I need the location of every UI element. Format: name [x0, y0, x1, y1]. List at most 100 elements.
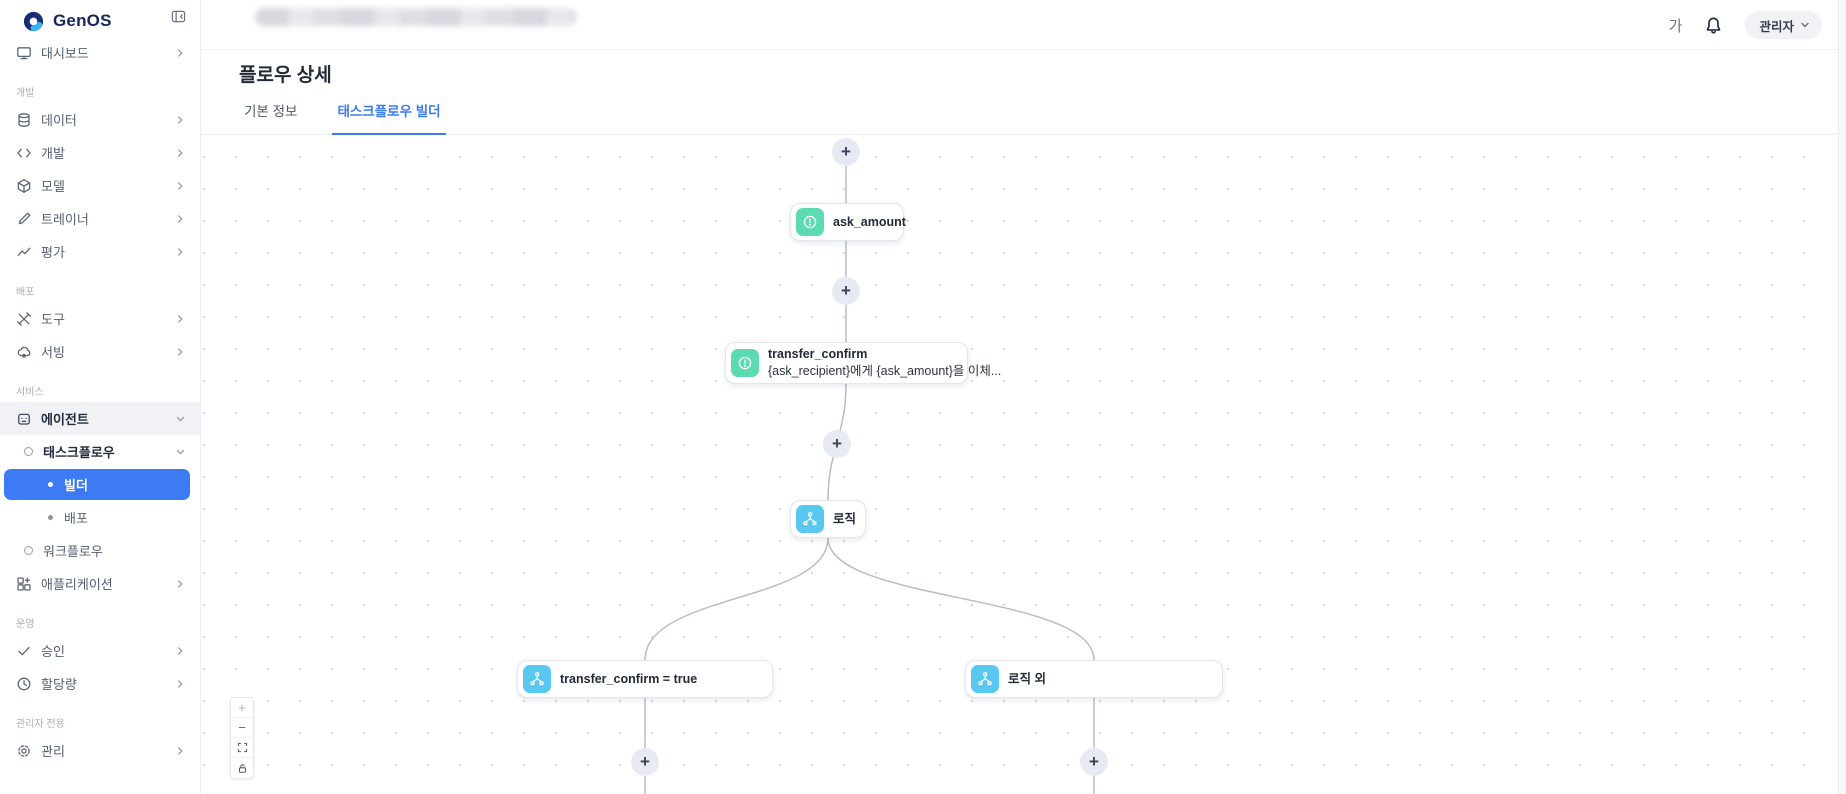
- flow-canvas[interactable]: + + + + + ask_amount transfer_confirm {a…: [201, 135, 1830, 794]
- sidebar-item-data[interactable]: 데이터: [0, 103, 200, 136]
- chevron-down-icon: [176, 447, 185, 456]
- cube-icon: [17, 178, 31, 193]
- chevron-right-icon: [176, 646, 185, 655]
- prompt-node-icon: [731, 349, 759, 377]
- chevron-down-icon: [1801, 22, 1809, 28]
- chevron-right-icon: [176, 48, 185, 57]
- sidebar-item-tools[interactable]: 도구: [0, 302, 200, 335]
- chevron-right-icon: [176, 148, 185, 157]
- sidebar-section-dev: 개발: [16, 88, 35, 99]
- node-title: transfer_confirm = true: [560, 671, 698, 686]
- chevron-down-icon: [176, 414, 185, 423]
- database-icon: [18, 112, 30, 127]
- sidebar-item-application[interactable]: 애플리케이션: [0, 567, 200, 600]
- prompt-node-icon: [796, 208, 824, 236]
- tab-basic-info[interactable]: 기본 정보: [244, 104, 298, 119]
- sidebar-item-quota[interactable]: 할당량: [0, 667, 200, 700]
- chevron-right-icon: [176, 746, 185, 755]
- add-node-button-mid[interactable]: +: [832, 277, 860, 305]
- node-title: ask_amount: [833, 214, 906, 229]
- lock-icon: [238, 763, 246, 773]
- robot-icon: [18, 413, 30, 425]
- node-ask-amount[interactable]: ask_amount: [790, 203, 906, 241]
- zoom-out-button[interactable]: −: [231, 718, 253, 738]
- node-subtitle: {ask_recipient}에게 {ask_amount}을 이체...: [768, 364, 1002, 378]
- sidebar-section-deploy: 배포: [16, 287, 35, 298]
- chevron-right-icon: [176, 579, 185, 588]
- sidebar-item-evaluation[interactable]: 평가: [0, 235, 200, 268]
- node-branch-true[interactable]: transfer_confirm = true: [517, 660, 773, 698]
- sidebar-item-develop[interactable]: 개발: [0, 136, 200, 169]
- sidebar-item-taskflow[interactable]: 태스크플로우: [0, 435, 200, 468]
- monitor-icon: [17, 46, 31, 59]
- sidebar-collapse-icon[interactable]: [171, 9, 186, 24]
- breadcrumb-redacted: [255, 8, 577, 26]
- logic-node-icon: [523, 665, 551, 693]
- bullet-icon: [48, 515, 53, 520]
- logic-node-icon: [796, 505, 824, 533]
- chevron-right-icon: [176, 314, 185, 323]
- sidebar-item-deploy[interactable]: 배포: [0, 501, 200, 534]
- sidebar-item-model[interactable]: 모델: [0, 169, 200, 202]
- page-header: 플로우 상세 기본 정보 태스크플로우 빌더: [201, 50, 1838, 135]
- check-icon: [18, 646, 30, 655]
- sidebar-item-workflow[interactable]: 워크플로우: [0, 534, 200, 567]
- main-area: 가 관리자 플로우 상세 기본 정보 태스크플로우 빌더: [201, 0, 1846, 794]
- pencil-icon: [18, 212, 31, 224]
- chevron-right-icon: [176, 679, 185, 688]
- sidebar-nav: 대시보드 개발 데이터 개발 모델 트레이너: [0, 36, 200, 767]
- chevron-right-icon: [176, 181, 185, 190]
- sidebar-item-builder[interactable]: 빌더: [4, 469, 190, 500]
- sidebar-item-approval[interactable]: 승인: [0, 634, 200, 667]
- font-size-button[interactable]: 가: [1668, 17, 1683, 35]
- sidebar-section-service: 서비스: [16, 387, 44, 398]
- code-icon: [17, 148, 31, 157]
- tab-bar: 기본 정보 태스크플로우 빌더: [239, 100, 446, 135]
- logic-node-icon: [971, 665, 999, 693]
- node-title: 로직: [833, 511, 857, 526]
- topbar: 가 관리자: [201, 0, 1838, 50]
- add-node-button-branch-left[interactable]: +: [631, 748, 659, 776]
- fit-view-button[interactable]: [231, 738, 253, 758]
- notification-bell-icon[interactable]: [1704, 16, 1723, 35]
- user-menu-button[interactable]: 관리자: [1745, 11, 1822, 39]
- fit-view-icon: [237, 742, 247, 753]
- chevron-right-icon: [176, 115, 185, 124]
- chevron-right-icon: [176, 214, 185, 223]
- node-branch-else[interactable]: 로직 외: [965, 660, 1223, 698]
- add-node-button-branch-right[interactable]: +: [1080, 748, 1108, 776]
- brand: GenOS: [0, 0, 200, 36]
- chevron-right-icon: [176, 247, 185, 256]
- sidebar-item-serving[interactable]: 서빙: [0, 335, 200, 368]
- add-node-button-top[interactable]: +: [832, 138, 860, 166]
- clock-icon: [17, 677, 31, 690]
- add-node-button-before-logic[interactable]: +: [823, 430, 851, 458]
- node-transfer-confirm[interactable]: transfer_confirm {ask_recipient}에게 {ask_…: [725, 342, 1001, 384]
- genos-logo-icon: [23, 11, 44, 31]
- page-title: 플로우 상세: [239, 65, 332, 86]
- circle-icon: [24, 447, 33, 456]
- node-logic[interactable]: 로직: [790, 500, 866, 538]
- canvas-controls: + −: [230, 697, 254, 779]
- scroll-gutter: [1838, 0, 1846, 794]
- sidebar-item-dashboard[interactable]: 대시보드: [0, 36, 200, 69]
- sidebar-item-admin[interactable]: 관리: [0, 734, 200, 767]
- sidebar-section-operation: 운영: [16, 619, 35, 630]
- circle-icon: [24, 546, 33, 555]
- cloud-icon: [17, 346, 31, 358]
- chevron-right-icon: [176, 347, 185, 356]
- grid-plus-icon: [17, 576, 31, 591]
- gear-icon: [18, 744, 30, 757]
- tab-taskflow-builder[interactable]: 태스크플로우 빌더: [332, 100, 446, 135]
- sidebar-section-admin-only: 관리자 전용: [16, 719, 65, 730]
- node-title: 로직 외: [1008, 671, 1046, 686]
- zoom-in-button[interactable]: +: [231, 698, 253, 718]
- tools-icon: [17, 311, 31, 326]
- lock-button[interactable]: [231, 758, 253, 778]
- topbar-right: 가 관리자: [1669, 0, 1822, 50]
- bullet-icon: [48, 482, 53, 487]
- sidebar-item-agent[interactable]: 에이전트: [0, 402, 200, 435]
- sidebar: GenOS 대시보드 개발 데이터 개발: [0, 0, 201, 794]
- sidebar-item-trainer[interactable]: 트레이너: [0, 202, 200, 235]
